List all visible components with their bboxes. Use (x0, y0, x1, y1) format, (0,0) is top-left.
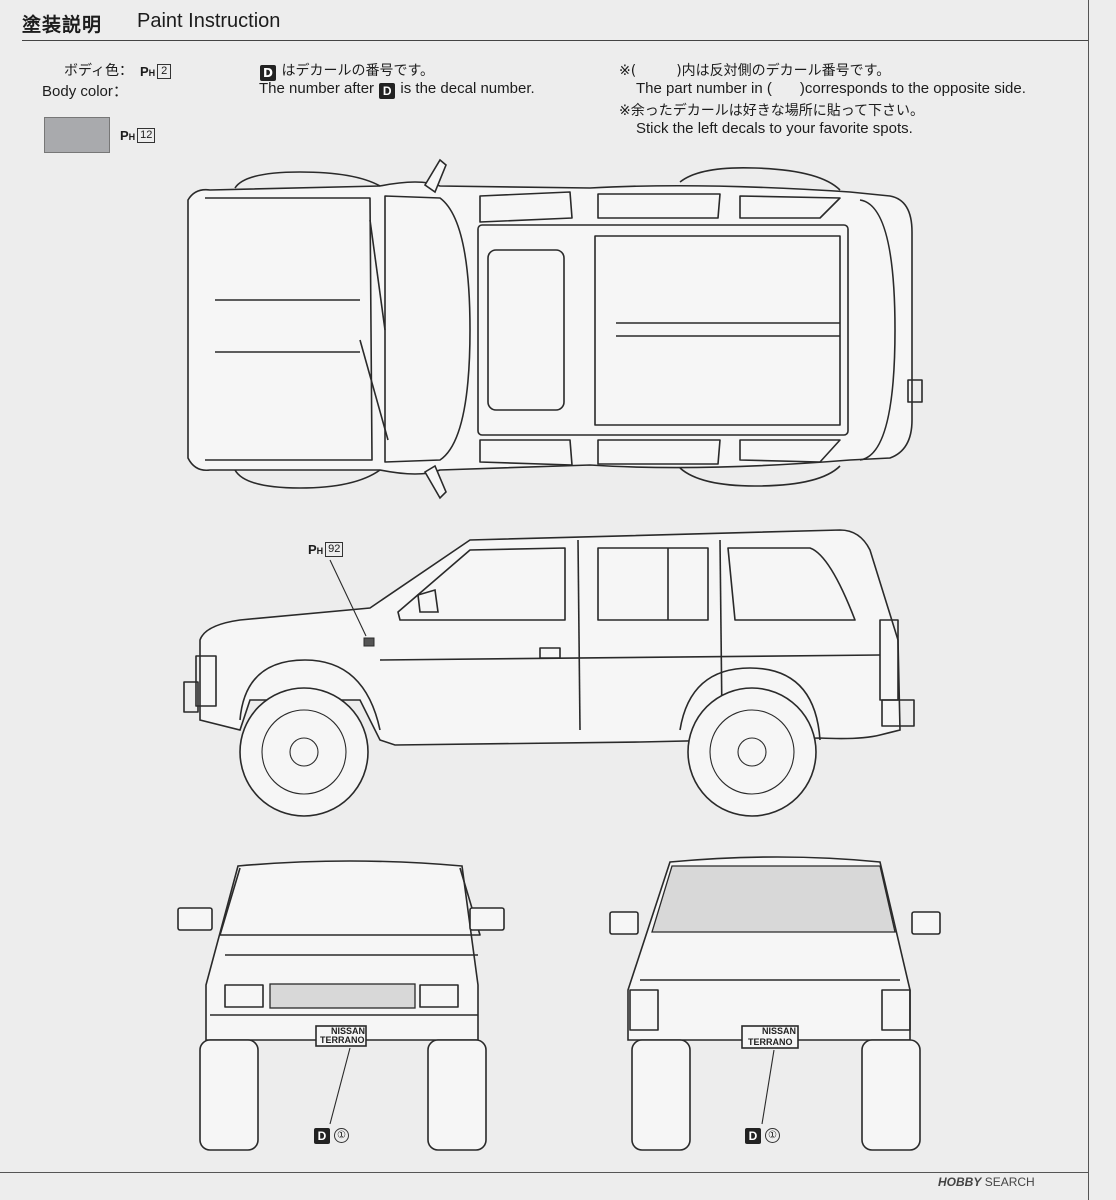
leftover-decals-note-jp: ※余ったデカールは好きな場所に貼って下さい。 (619, 103, 925, 119)
title-english: Paint Instruction (137, 10, 281, 32)
side-view (183, 529, 915, 817)
decal-note-jp: D はデカールの番号です。 (259, 60, 434, 81)
top-view (187, 158, 923, 500)
title-japanese: 塗装説明 (22, 14, 103, 36)
opposite-side-note-en: The part number in ()corresponds to the … (636, 80, 1026, 97)
page-edge-rule (1088, 0, 1089, 1200)
hobby-search-watermark: HOBBY SEARCH (938, 1175, 1035, 1189)
body-color-code: PH 2 (140, 63, 172, 80)
front-plate-model: TERRANO (320, 1035, 365, 1045)
rear-plate-brand: NISSAN (762, 1026, 796, 1036)
color-swatch (44, 117, 110, 153)
footer-rule (0, 1172, 1088, 1173)
body-color-label-jp: ボディ色： (64, 63, 134, 79)
header-rule (22, 40, 1088, 41)
leftover-decals-note-en: Stick the left decals to your favorite s… (636, 120, 913, 137)
front-view: NISSAN TERRANO (177, 860, 505, 1151)
swatch-code: PH 12 (120, 127, 156, 144)
side-marker-code: PH 92 (308, 541, 344, 558)
decal-note-en: The number after D is the decal number. (259, 80, 535, 99)
front-plate-brand: NISSAN (331, 1026, 365, 1036)
rear-view: NISSAN TERRANO (609, 856, 941, 1151)
body-color-label-en: Body color： (42, 83, 128, 100)
opposite-side-note-jp: ※()内は反対側のデカール番号です。 (619, 63, 891, 79)
rear-plate-model: TERRANO (748, 1037, 793, 1047)
